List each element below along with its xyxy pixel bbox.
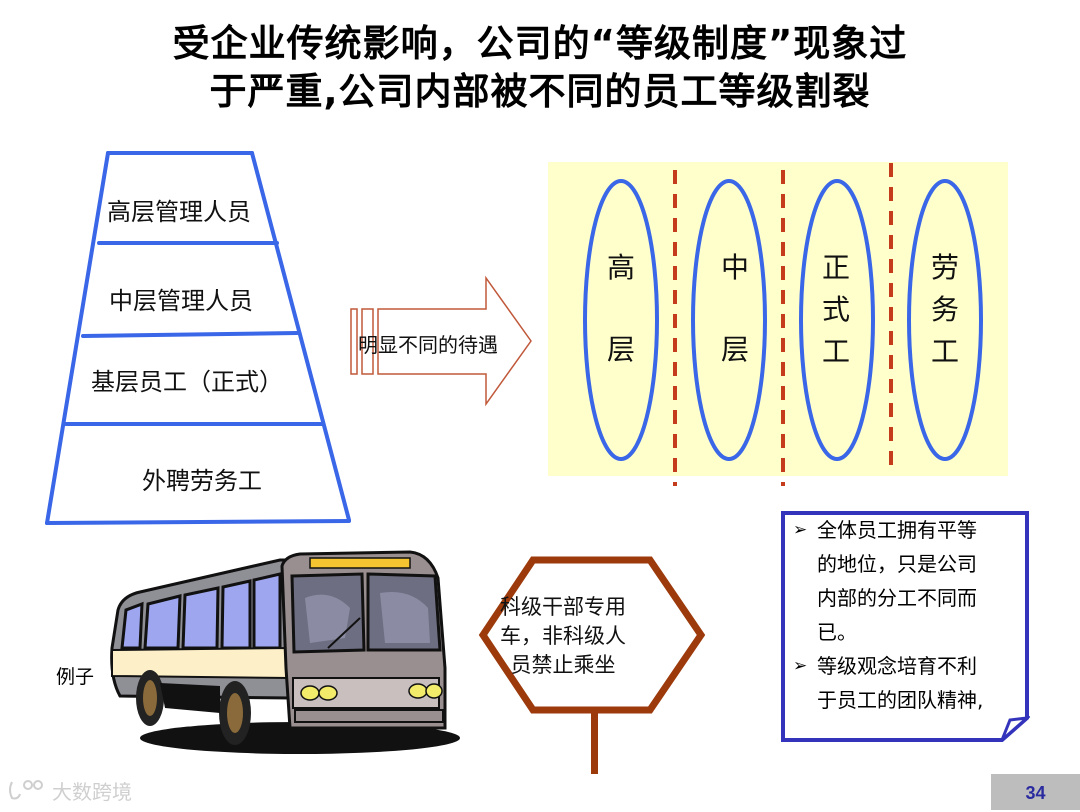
title-line-1: 受企业传统影响，公司的“等级制度”现象过 (172, 22, 908, 65)
pyramid-level-contract: 外聘劳务工 (142, 467, 262, 495)
sign-text: 科级干部专用 车，非科级人 员禁止乘坐 (500, 595, 626, 677)
arrow-bullet-icon: ➢ (793, 520, 808, 540)
group-regular: 正 式 工 (821, 251, 850, 368)
group-middle: 中 层 (720, 251, 749, 366)
group-senior: 高 层 (606, 251, 635, 366)
watermark-text: 大数跨境 (52, 779, 132, 804)
pyramid-level-top: 高层管理人员 (107, 198, 251, 226)
pyramid-level-base: 基层员工（正式） (91, 368, 283, 396)
pyramid-level-middle: 中层管理人员 (109, 287, 253, 315)
note-item-1: ➢ 全体员工拥有平等 的地位，只是公司 内部的分工不同而 已。 (793, 513, 1023, 649)
arrow-label: 明显不同的待遇 (358, 333, 498, 357)
note-box (781, 511, 1030, 742)
note-item-2: ➢ 等级观念培育不利 于员工的团队精神, (793, 649, 1023, 717)
segregation-panel (548, 162, 1008, 476)
group-contract: 劳 务 工 (930, 251, 959, 368)
example-label: 例子 (56, 666, 95, 688)
slide-title: 受企业传统影响，公司的“等级制度”现象过 于严重,公司内部被不同的员工等级割裂 (0, 20, 1080, 116)
bus-icon (110, 550, 460, 754)
watermark: 大数跨境 (6, 775, 132, 805)
note-content: ➢ 全体员工拥有平等 的地位，只是公司 内部的分工不同而 已。 ➢ 等级观念培育… (793, 513, 1023, 717)
arrow-bullet-icon: ➢ (793, 656, 808, 676)
page-number: 34 (991, 774, 1080, 810)
watermark-logo-icon (9, 780, 43, 800)
title-line-2: 于严重,公司内部被不同的员工等级割裂 (209, 70, 871, 113)
